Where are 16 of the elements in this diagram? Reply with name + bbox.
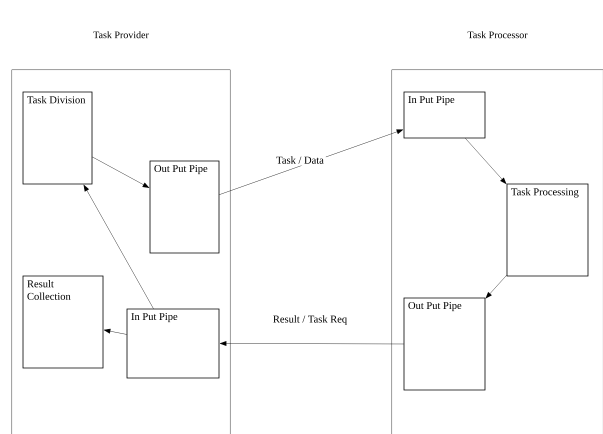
- arrow: [219, 129, 404, 195]
- edge-label: Task / Data: [274, 154, 326, 166]
- process-box: Out Put Pipe: [150, 160, 220, 254]
- arrow: [84, 184, 154, 309]
- process-box: Task Processing: [506, 184, 588, 276]
- process-box: In Put Pipe: [404, 92, 486, 138]
- process-box: Out Put Pipe: [404, 298, 486, 390]
- edge-label: Result / Task Req: [270, 313, 350, 327]
- process-box: Task Division: [22, 92, 92, 184]
- arrow: [465, 138, 506, 184]
- arrow: [486, 275, 507, 298]
- process-box: Result Collection: [22, 276, 104, 368]
- arrow: [104, 328, 127, 335]
- arrow: [92, 156, 150, 188]
- process-box: In Put Pipe: [126, 308, 220, 378]
- arrow: [220, 341, 404, 346]
